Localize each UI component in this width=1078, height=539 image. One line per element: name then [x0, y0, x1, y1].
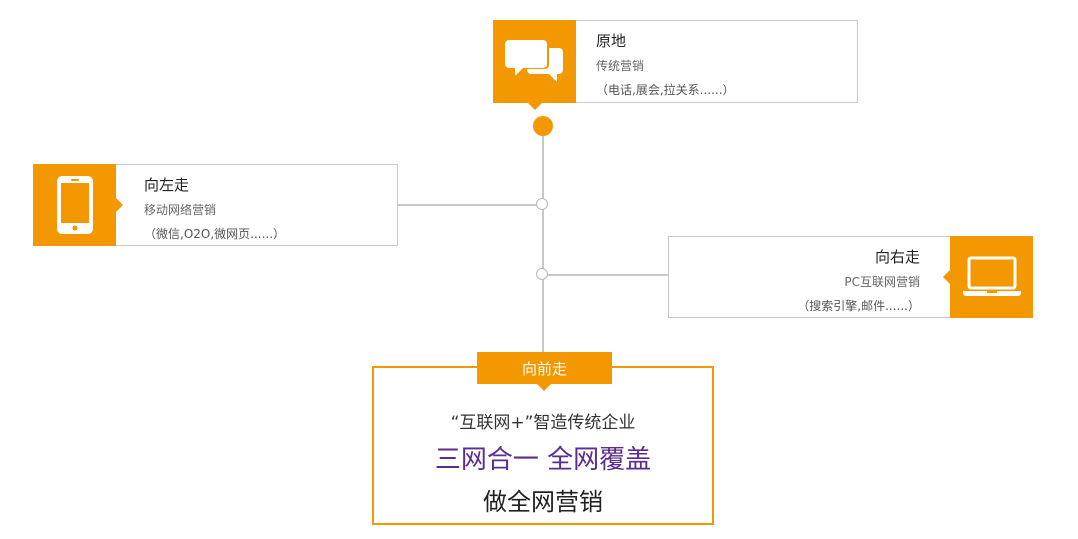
mobile-phone-icon [56, 176, 93, 234]
laptop-icon [962, 256, 1021, 296]
left-title: 向左走 [144, 176, 190, 194]
bottom-box [372, 366, 714, 525]
right-connector-line [543, 274, 669, 276]
right-title: 向右走 [874, 248, 920, 266]
bottom-line-2: 三网合一 全网覆盖 [434, 445, 652, 475]
top-icon-box [493, 20, 576, 110]
bottom-tab-pointer [537, 384, 551, 391]
top-note: （电话,展会,拉关系......） [596, 83, 735, 97]
left-note: （微信,O2O,微网页......） [144, 227, 286, 241]
left-subtitle: 移动网络营销 [144, 203, 217, 217]
main-connector-line [542, 126, 544, 366]
right-note: （搜索引擎,邮件......） [797, 299, 920, 313]
right-icon-box [943, 236, 1033, 318]
top-title: 原地 [596, 32, 627, 50]
origin-node [533, 116, 553, 136]
right-subtitle: PC互联网营销 [844, 275, 920, 289]
left-icon-box [33, 164, 123, 246]
bottom-tab-label: 向前走 [521, 359, 567, 378]
bottom-tab: 向前走 [477, 352, 612, 391]
bottom-line-3: 做全网营销 [483, 488, 603, 516]
chat-bubbles-icon [504, 39, 563, 82]
bottom-line-1: “互联网+”智造传统企业 [450, 413, 636, 433]
top-pointer [528, 103, 542, 110]
left-pointer [116, 198, 123, 212]
right-pointer [943, 270, 950, 284]
right-branch-node [536, 268, 548, 280]
top-subtitle: 传统营销 [596, 59, 645, 73]
left-branch-node [536, 198, 548, 210]
left-connector-line [398, 204, 543, 206]
